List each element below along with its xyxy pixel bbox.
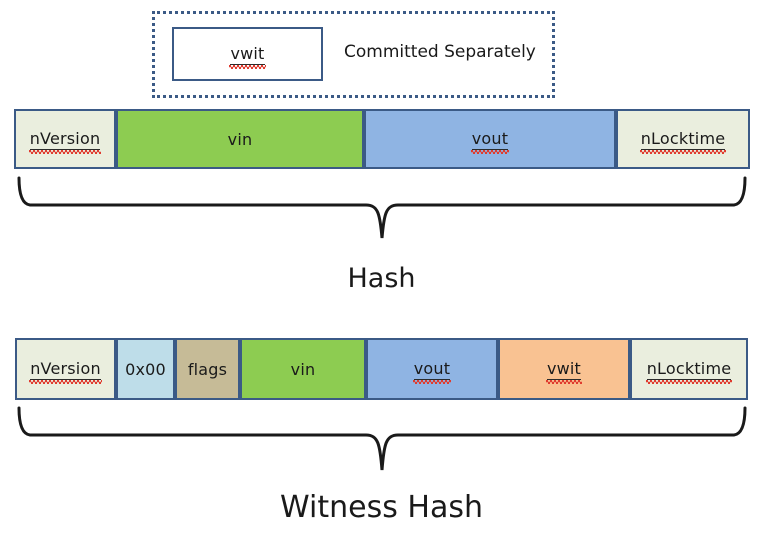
committed-separately-group [152, 11, 555, 98]
witness-field-nlocktime: nLocktime [630, 338, 748, 400]
witness-field-marker: 0x00 [116, 338, 175, 400]
legacy-field-vout-label: vout [470, 128, 510, 154]
committed-vwit-field: vwit [172, 27, 323, 81]
legacy-field-vout: vout [364, 109, 616, 169]
witness-field-vin-label: vin [290, 359, 316, 379]
hash-caption: Hash [347, 263, 416, 294]
witness-field-vout: vout [366, 338, 498, 400]
committed-separately-note: Committed Separately [344, 42, 536, 62]
witness-field-vout-label: vout [412, 358, 452, 384]
hash-brace [14, 176, 750, 246]
legacy-field-nversion-label: nVersion [28, 128, 101, 154]
legacy-field-vin: vin [116, 109, 364, 169]
witness-field-nversion: nVersion [15, 338, 116, 400]
witness-field-flags: flags [175, 338, 240, 400]
witness-field-nlocktime-label: nLocktime [645, 358, 732, 384]
witness-field-flags-label: flags [187, 359, 228, 379]
legacy-field-nversion: nVersion [14, 109, 116, 169]
witness-hash-brace [14, 406, 750, 478]
witness-hash-brace-icon [17, 406, 747, 471]
witness-field-vwit: vwit [498, 338, 630, 400]
witness-hash-caption: Witness Hash [280, 490, 483, 525]
witness-field-vwit-label: vwit [545, 358, 583, 384]
hash-brace-icon [17, 176, 747, 239]
witness-field-marker-label: 0x00 [125, 359, 166, 379]
legacy-field-nlocktime-label: nLocktime [639, 128, 726, 154]
witness-field-vin: vin [240, 338, 366, 400]
legacy-field-vin-label: vin [227, 129, 253, 149]
committed-vwit-label: vwit [229, 43, 266, 69]
legacy-field-nlocktime: nLocktime [616, 109, 750, 169]
witness-field-nversion-label: nVersion [29, 358, 102, 384]
